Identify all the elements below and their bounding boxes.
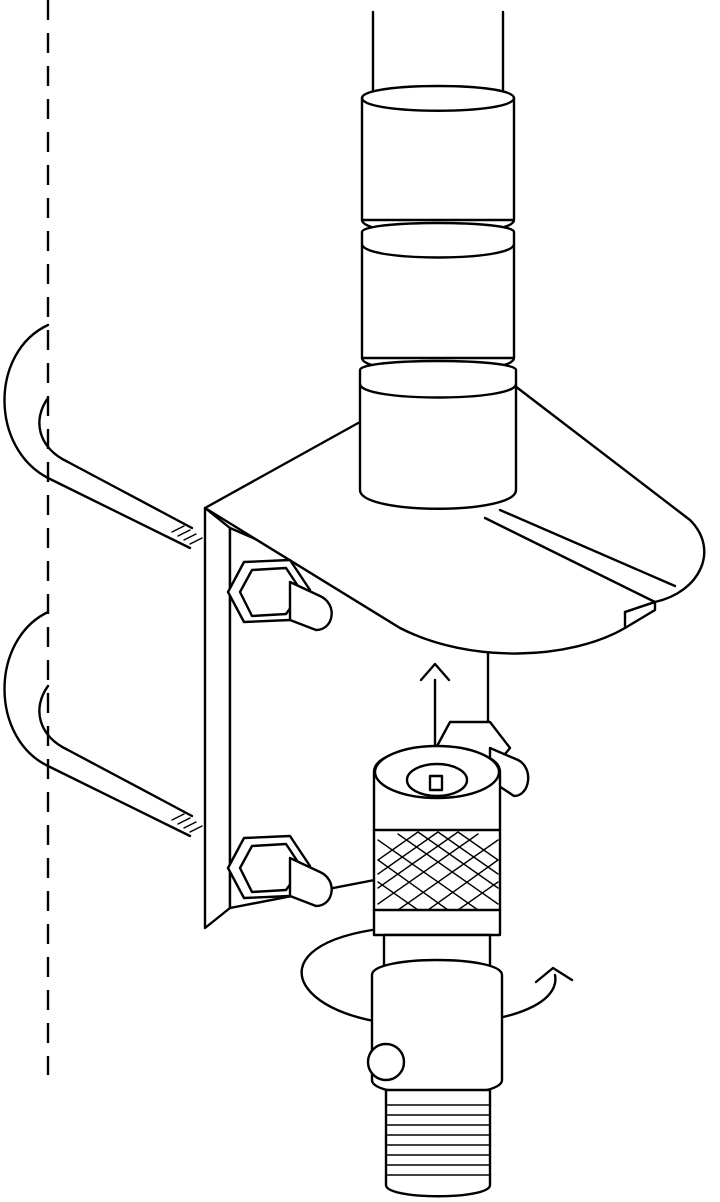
u-bolt-thread-upper [171, 525, 203, 545]
u-bolt-upper [3, 323, 203, 550]
bracket-horizontal-arm [203, 384, 706, 655]
bracket-vertical-plate [203, 506, 232, 930]
u-bolt-lower [3, 610, 203, 838]
antenna-whip [371, 10, 505, 98]
coaxial-connector-plug [366, 744, 504, 1198]
u-bolt-thread-lower [171, 813, 203, 833]
hex-nut [226, 558, 333, 632]
hex-nut [226, 834, 333, 908]
antenna-base-ferrule [358, 84, 518, 510]
knurled-grip [377, 831, 499, 911]
